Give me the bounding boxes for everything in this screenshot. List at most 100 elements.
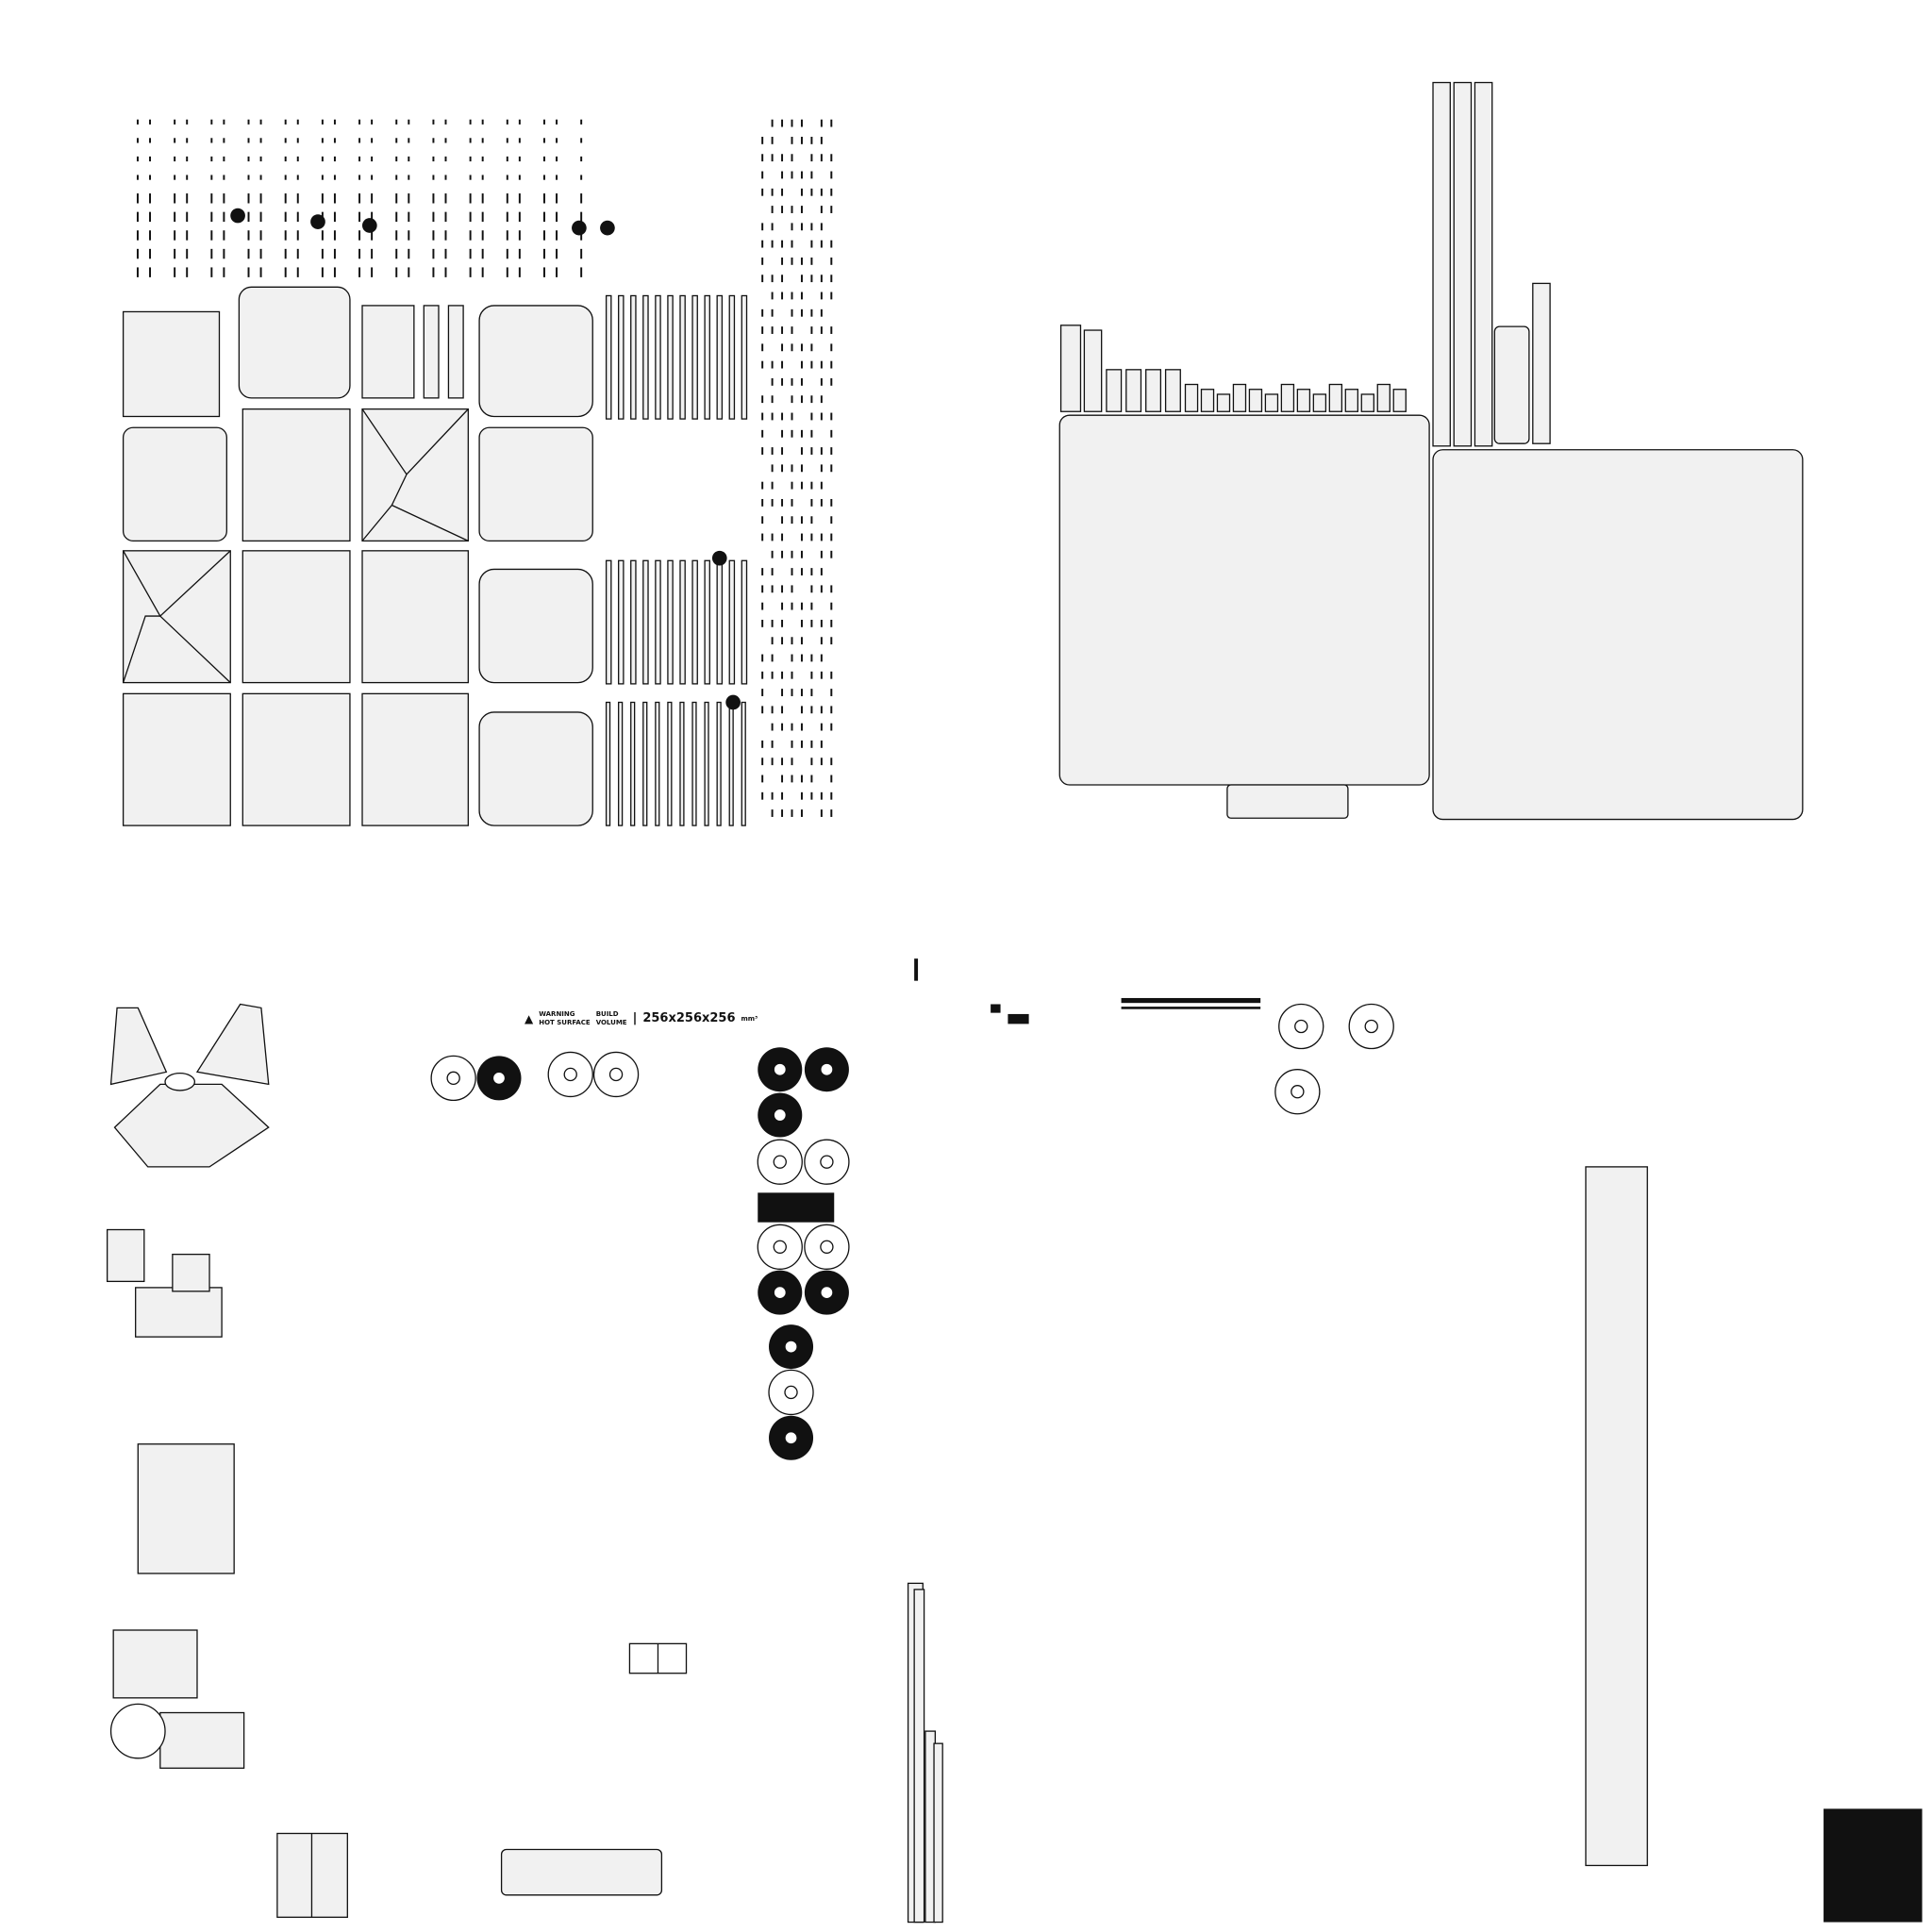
uv-fragment [556,230,558,241]
uv-fragment [174,193,176,204]
uv-fragment [761,791,764,800]
uv-fragment [543,119,545,125]
uv-fragment [655,294,661,420]
uv-fragment [580,119,583,125]
uv-fragment [284,211,287,223]
uv-fragment [296,175,299,180]
uv-fragment [358,230,361,241]
uv-fragment [761,516,764,525]
uv-fragment [296,193,299,204]
uv-fragment [543,156,545,162]
uv-fragment [580,138,583,143]
uv-fragment [284,175,287,180]
uv-fragment [333,230,336,241]
uv-fragment [630,559,637,685]
uv-fragment [572,220,587,236]
uv-fragment [781,429,784,438]
uv-fragment [444,193,447,204]
uv-fragment [791,206,793,213]
uv-fragment [771,223,774,231]
uv-fragment [820,791,823,800]
uv-fragment [820,360,823,369]
uv-fragment [358,156,361,162]
ring-hole [820,1155,834,1169]
uv-fragment [800,550,803,558]
uv-fragment [691,701,697,826]
uv-fragment [791,154,793,162]
uv-fragment [395,267,398,277]
uv-fragment [800,447,803,455]
uv-fragment [771,326,774,334]
uv-fragment [781,343,784,352]
uv-fragment [284,138,287,143]
uv-fragment [223,230,225,241]
uv-fragment [296,211,299,223]
uv-fragment [761,343,764,352]
bottom-left-pieces [106,1003,1923,1924]
warning-line2: HOT SURFACE [539,1019,591,1026]
uv-fragment [761,671,764,679]
uv-fragment [800,481,803,490]
build-dimensions: 256x256x256 [642,1011,736,1025]
uv-fragment [518,175,521,180]
uv-fragment [820,119,823,127]
uv-fragment [543,230,545,241]
uv-fragment [810,619,813,627]
uv-fragment [333,193,336,204]
uv-fragment [771,377,774,386]
ring-hole [773,1240,787,1254]
uv-fragment [481,175,484,180]
uv-fragment [259,193,262,204]
uv-fragment [716,559,724,685]
uv-fragment [174,267,176,277]
uv-fragment [432,230,435,241]
uv-fragment [810,671,813,679]
uv-fragment [506,175,508,180]
uv-fragment [210,248,213,259]
ring-hole [1364,1019,1378,1034]
uv-fragment [758,1192,835,1223]
uv-fragment [791,723,793,731]
uv-fragment [771,481,774,490]
uv-fragment [136,193,139,204]
uv-fragment [771,188,774,196]
uv-fragment [810,602,813,610]
uv-fragment [481,267,484,277]
uv-fragment [136,138,139,143]
uv-fragment [174,119,176,125]
uv-fragment [810,740,813,748]
uv-fragment [395,175,398,180]
uv-fragment [284,193,287,204]
uv-fragment [830,377,833,386]
uv-fragment [820,154,823,162]
uv-fragment [556,156,558,162]
uv-fragment [781,154,784,162]
uv-fragment [781,326,784,334]
uv-fragment [800,395,803,404]
uv-fragment [136,248,139,259]
uv-fragment [810,654,813,662]
uv-fragment [518,211,521,223]
uv-fragment [800,308,803,317]
uv-fragment [800,360,803,369]
uv-fragment [358,211,361,223]
uv-fragment [771,723,774,731]
uv-fragment [506,248,508,259]
uv-fragment [761,360,764,369]
uv-fragment [771,136,774,144]
uv-fragment [800,723,803,731]
uv-fragment [781,360,784,369]
uv-fragment [556,211,558,223]
uv-fragment [771,447,774,455]
uv-fragment [333,211,336,223]
uv-fragment [481,193,484,204]
uv-fragment [820,188,823,196]
uv-fragment [1296,389,1311,412]
uv-fragment [820,136,823,144]
uv-fragment [810,223,813,231]
uv-fragment [761,498,764,507]
uv-fragment [556,138,558,143]
uv-fragment [771,395,774,404]
uv-fragment [810,240,813,248]
uv-fragment [830,447,833,455]
